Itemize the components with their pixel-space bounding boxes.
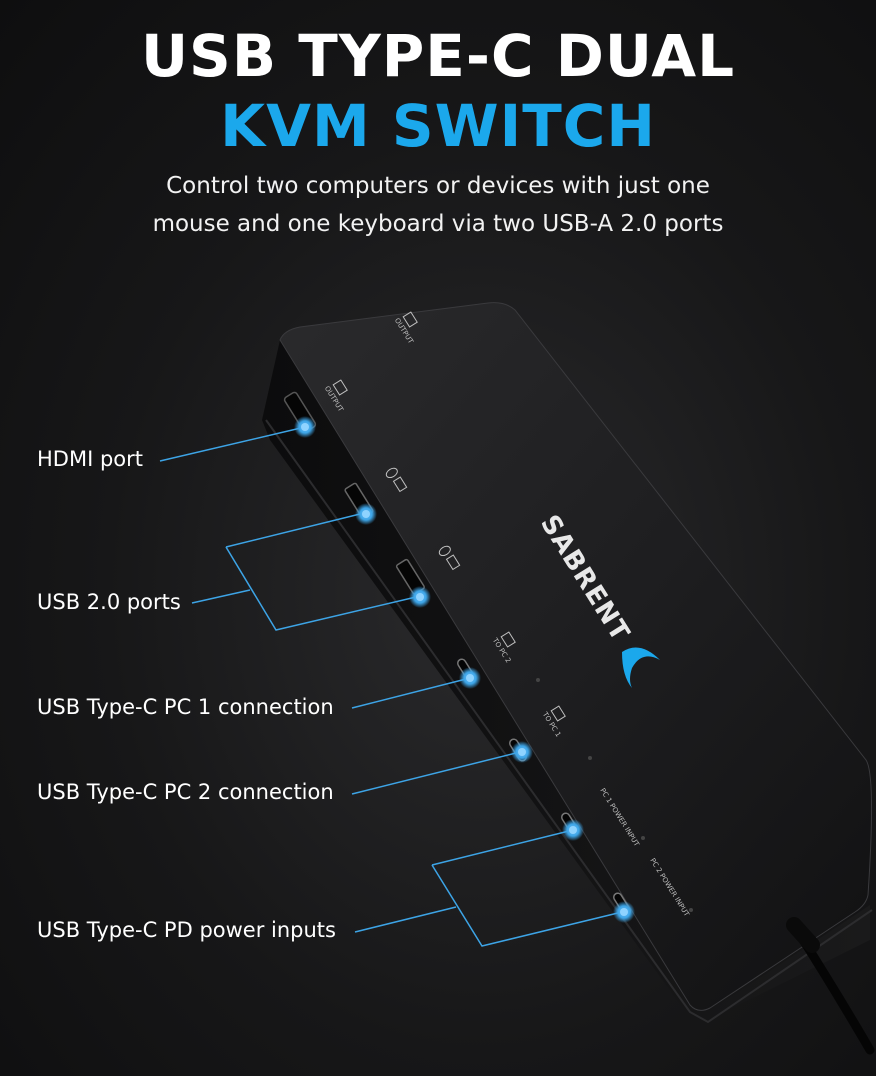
led-indicator-pc2 <box>588 756 592 760</box>
device-top-surface <box>279 302 873 1011</box>
device-bottom-edge <box>265 419 873 1024</box>
led-indicator-pc1 <box>536 678 540 682</box>
subtitle-line-1: Control two computers or devices with ju… <box>166 173 710 199</box>
callout-usb2-ports: USB 2.0 ports <box>37 590 181 614</box>
callout-usb-c-power: USB Type-C PD power inputs <box>37 918 336 942</box>
callout-dots <box>294 416 635 923</box>
callout-hdmi-port: HDMI port <box>37 447 143 471</box>
title-line-1: USB TYPE-C DUAL <box>140 22 736 90</box>
led-indicator-power-2 <box>689 908 693 912</box>
title-line-2: KVM SWITCH <box>220 92 656 160</box>
callout-usb-c-pc2: USB Type-C PC 2 connection <box>37 780 334 804</box>
subtitle-line-2: mouse and one keyboard via two USB-A 2.0… <box>152 211 724 237</box>
callout-lines <box>159 426 623 947</box>
callout-usb-c-pc1: USB Type-C PC 1 connection <box>37 695 334 719</box>
mouse-keyboard-icon-1 <box>385 467 408 493</box>
led-indicator-power-1 <box>641 836 645 840</box>
mouse-keyboard-icon-2 <box>438 545 461 571</box>
